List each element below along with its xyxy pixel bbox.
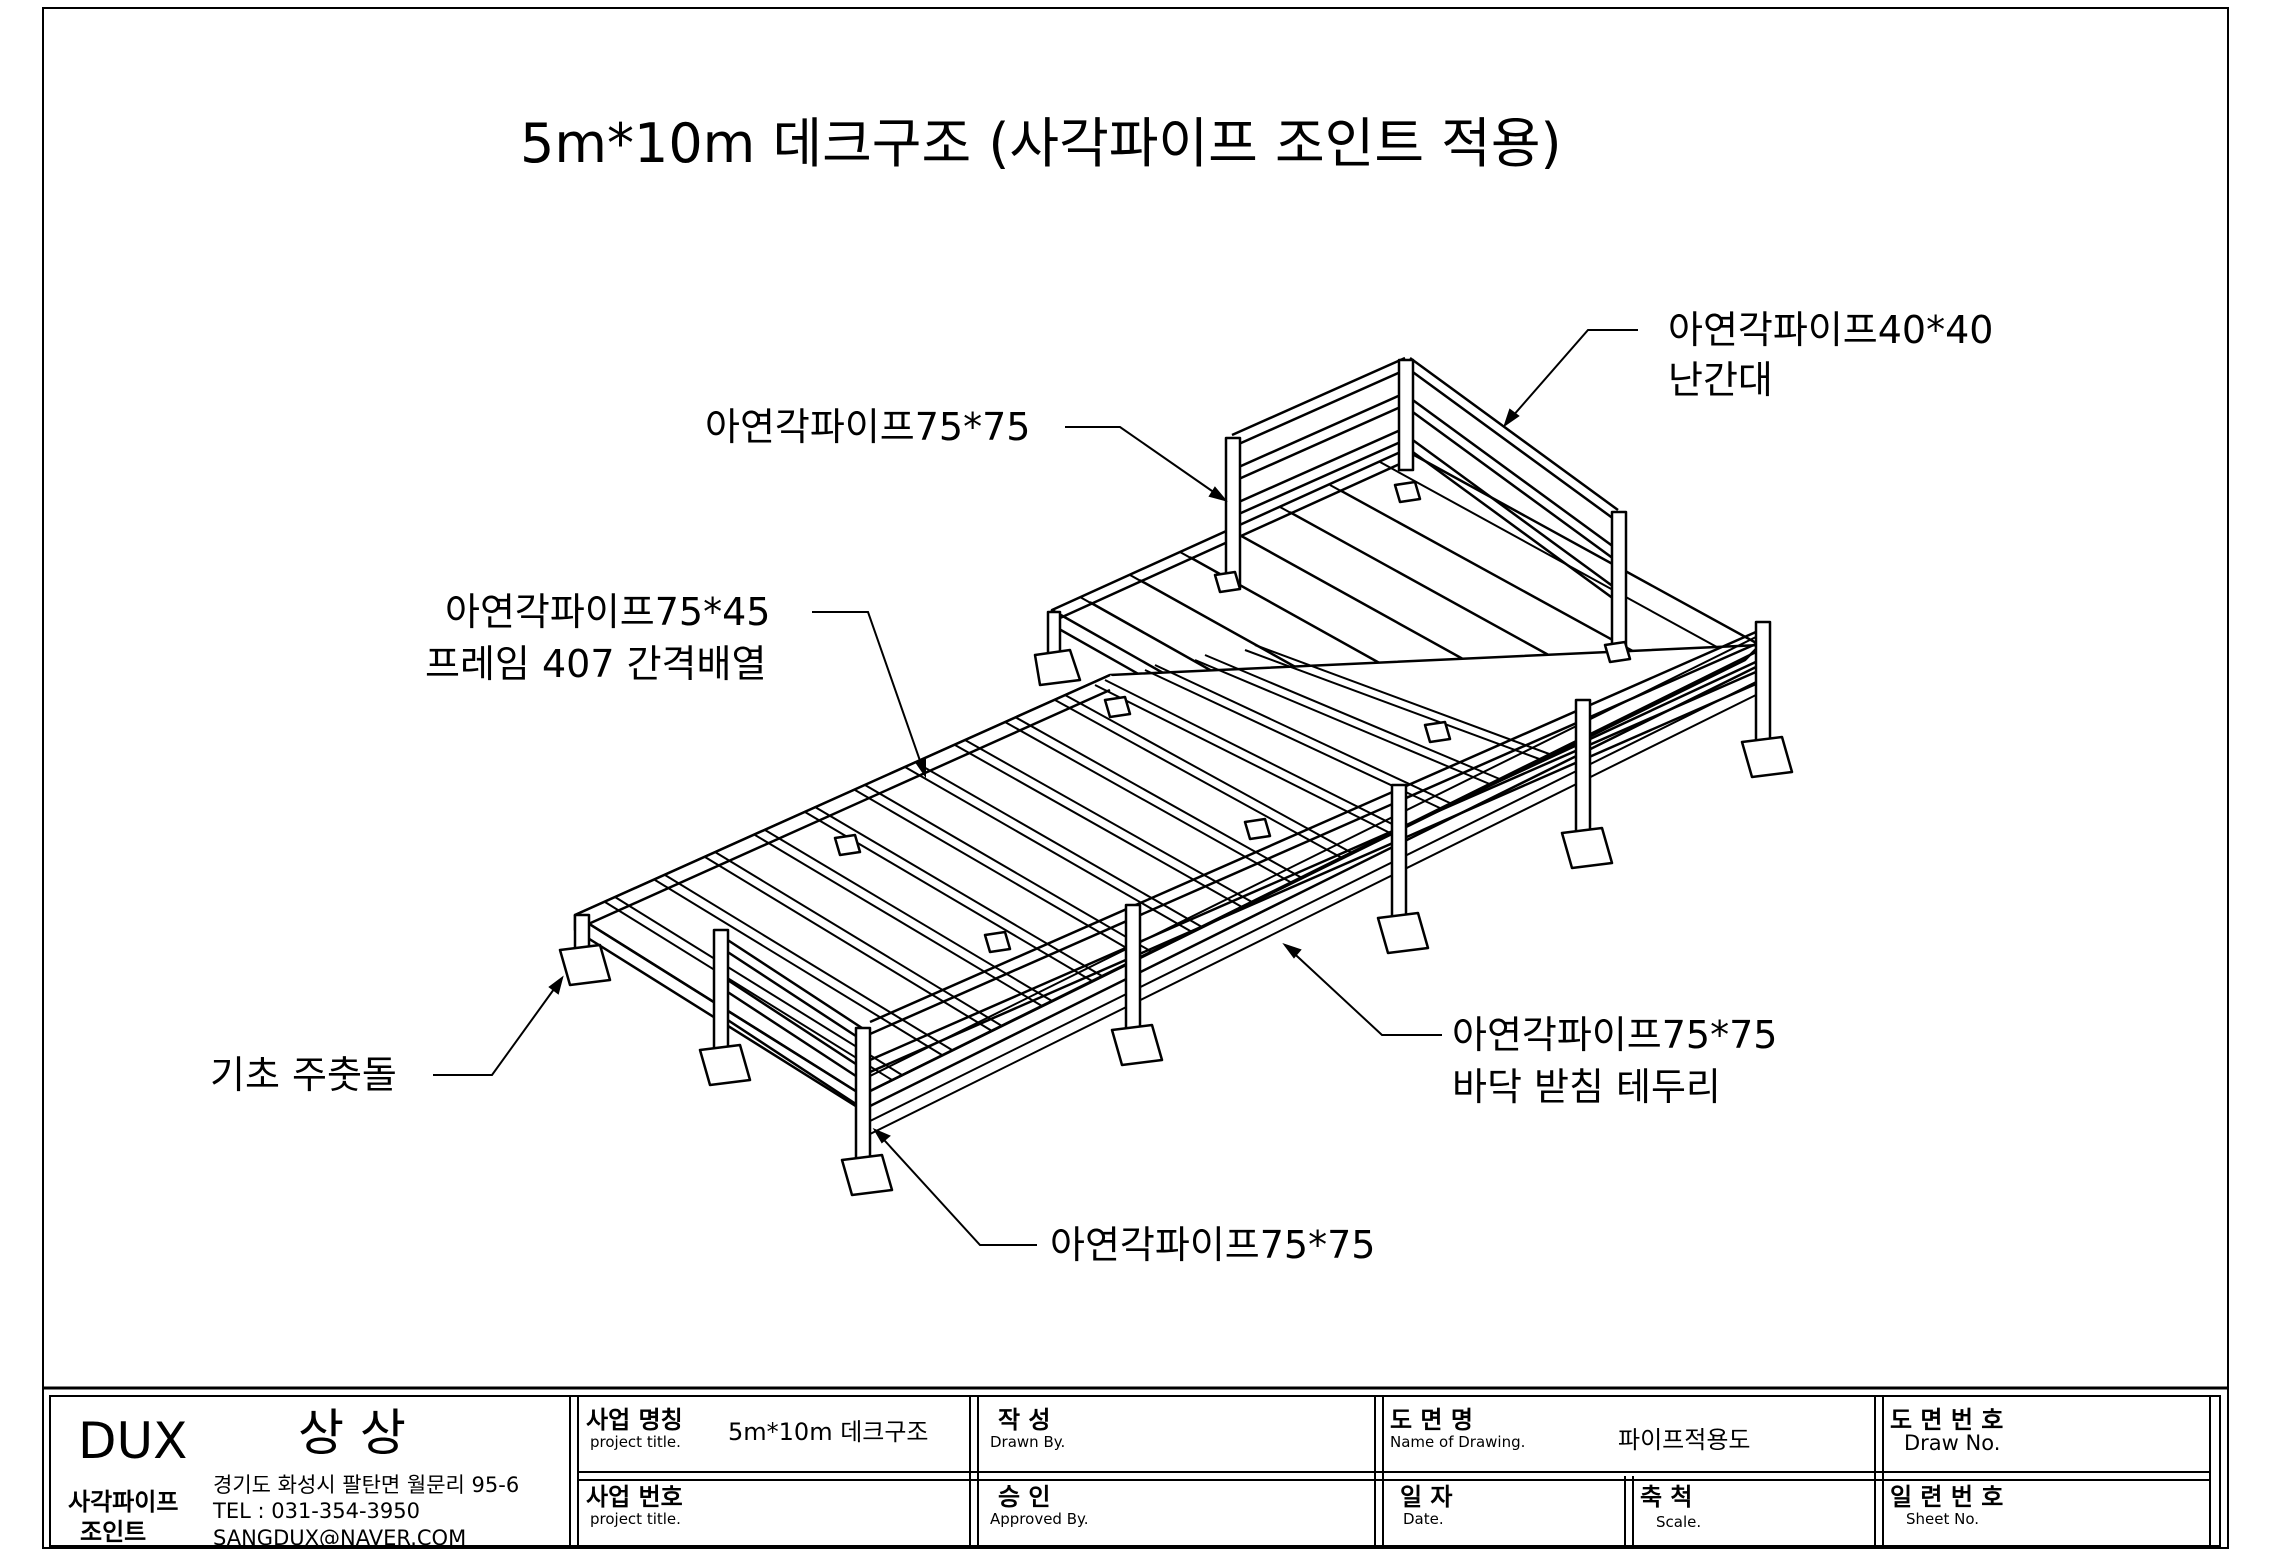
drawing-name-label: 도 면 명 bbox=[1390, 1406, 1473, 1434]
project-name-label: 사업 명칭 bbox=[586, 1406, 683, 1434]
footing-stones bbox=[558, 480, 1794, 1197]
rear-right-railing bbox=[1409, 356, 1619, 604]
date-label: 일 자 bbox=[1400, 1483, 1453, 1511]
callout-railing-pipe: 아연각파이프40*40 bbox=[1668, 308, 1993, 352]
scale-label: 축 척 bbox=[1640, 1483, 1693, 1511]
product-line-2: 조인트 bbox=[80, 1518, 146, 1546]
project-name-value: 5m*10m 데크구조 bbox=[728, 1418, 929, 1446]
callout-post-pipe-top: 아연각파이프75*75 bbox=[705, 405, 1030, 449]
callout-frame-pipe: 아연각파이프75*45 bbox=[445, 590, 770, 634]
callout-floor-pipe: 아연각파이프75*75 bbox=[1452, 1013, 1777, 1057]
sheet-no-label: 일 련 번 호 bbox=[1890, 1483, 2003, 1511]
drawing-name-value: 파이프적용도 bbox=[1618, 1426, 1750, 1454]
callout-foundation: 기초 주춧돌 bbox=[210, 1053, 397, 1097]
callout-railing-label: 난간대 bbox=[1668, 358, 1773, 402]
callout-floor-edge: 바닥 받침 테두리 bbox=[1452, 1065, 1721, 1109]
sheet-no-sub: Sheet No. bbox=[1906, 1510, 1979, 1528]
drawing-name-sub: Name of Drawing. bbox=[1390, 1433, 1525, 1451]
leader-lines bbox=[433, 329, 1638, 1246]
drawn-by-sub: Drawn By. bbox=[990, 1433, 1065, 1451]
front-long-railing bbox=[869, 626, 1766, 1074]
project-name-sub: project title. bbox=[590, 1433, 681, 1451]
project-no-label: 사업 번호 bbox=[586, 1483, 683, 1511]
project-no-sub: project title. bbox=[590, 1510, 681, 1528]
rear-left-railing bbox=[1231, 356, 1406, 519]
drawing-no-label: 도 면 번 호 bbox=[1890, 1406, 2003, 1434]
deck-structure-drawing bbox=[558, 356, 1794, 1197]
company-name: 상 상 bbox=[298, 1404, 406, 1462]
lower-deck-joists bbox=[604, 644, 1553, 1081]
posts bbox=[573, 358, 1772, 1170]
drawn-by-label: 작 성 bbox=[998, 1406, 1051, 1434]
company-brand: DUX bbox=[78, 1412, 187, 1470]
company-tel: TEL : 031-354-3950 bbox=[212, 1499, 420, 1523]
callout-frame-spacing: 프레임 407 간격배열 bbox=[425, 642, 766, 686]
drawing-no-sub: Draw No. bbox=[1904, 1431, 2000, 1455]
approved-by-label: 승 인 bbox=[998, 1483, 1051, 1511]
date-sub: Date. bbox=[1403, 1510, 1444, 1528]
callout-post-pipe-bottom: 아연각파이프75*75 bbox=[1050, 1223, 1375, 1267]
company-address: 경기도 화성시 팔탄면 월문리 95-6 bbox=[213, 1473, 519, 1497]
front-end-railing bbox=[719, 933, 863, 1110]
sheet-border bbox=[42, 7, 2229, 1549]
scale-sub: Scale. bbox=[1656, 1513, 1701, 1531]
approved-by-sub: Approved By. bbox=[990, 1510, 1089, 1528]
product-line-1: 사각파이프 bbox=[68, 1488, 178, 1516]
title-block bbox=[43, 1386, 2228, 1547]
company-email: SANGDUX@NAVER.COM bbox=[213, 1526, 466, 1550]
drawing-title: 5m*10m 데크구조 (사각파이프 조인트 적용) bbox=[520, 112, 1562, 175]
